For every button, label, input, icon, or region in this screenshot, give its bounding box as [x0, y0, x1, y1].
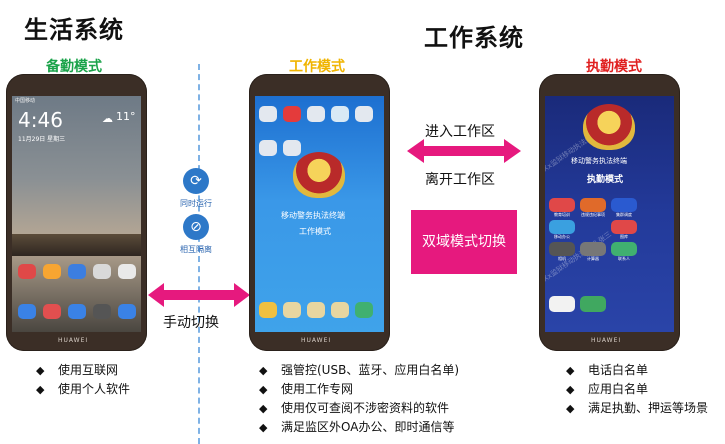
- clock-date: 11月29日 星期三: [18, 136, 66, 143]
- bullet-item: 使用个人软件: [36, 380, 130, 399]
- work-dock-icon[interactable]: [355, 302, 373, 318]
- phone-work-screen: 移动警务执法终端 工作模式: [255, 96, 384, 332]
- duty-app-label: 移动办公: [554, 234, 570, 239]
- work-app-icon[interactable]: [259, 106, 277, 122]
- police-badge-icon: [583, 104, 635, 150]
- duty-app[interactable]: 联系人: [611, 242, 637, 262]
- dock: [18, 304, 136, 319]
- work-app-icon[interactable]: [283, 140, 301, 156]
- duty-app-label: 计算器: [587, 256, 599, 261]
- clock-time: 4:46: [18, 108, 63, 132]
- work-bullets: 强管控(USB、蓝牙、应用白名单) 使用工作专网 使用仅可查阅不涉密资料的软件 …: [259, 361, 459, 437]
- side-label-isolate: 相互隔离: [180, 245, 212, 254]
- work-dock-icon[interactable]: [259, 302, 277, 318]
- duty-dock: [549, 296, 668, 312]
- browser-app-icon[interactable]: [118, 304, 136, 319]
- duty-terminal-title: 移动警务执法终端: [571, 157, 627, 165]
- manual-switch-arrow: [148, 283, 250, 307]
- duty-dock-icon[interactable]: [580, 296, 606, 312]
- bullet-item: 使用互联网: [36, 361, 130, 380]
- bullet-item: 使用工作专网: [259, 380, 459, 399]
- enter-leave-arrow: [407, 139, 521, 163]
- duty-mode-label: 执勤模式: [586, 59, 642, 75]
- work-dock-icon[interactable]: [283, 302, 301, 318]
- wps-office-icon[interactable]: [283, 106, 301, 122]
- duty-mode-title: 执勤模式: [587, 175, 624, 185]
- work-app-row: [259, 106, 373, 122]
- manual-switch-label: 手动切换: [163, 315, 219, 331]
- duty-app[interactable]: 计算器: [580, 242, 606, 262]
- work-app-icon[interactable]: [307, 106, 325, 122]
- phone-duty-brand: HUAWEI: [591, 337, 622, 344]
- duty-app-label: 教育培训: [554, 212, 570, 217]
- duty-app-label: 违规违纪事项: [581, 212, 605, 217]
- divider-line: [198, 64, 200, 444]
- work-dock-icon[interactable]: [307, 302, 325, 318]
- status-carrier: 中国移动: [15, 98, 36, 104]
- phone-work-brand: HUAWEI: [301, 337, 332, 344]
- leave-workspace-label: 离开工作区: [425, 172, 495, 188]
- phone-work: 移动警务执法终端 工作模式 HUAWEI: [249, 74, 390, 351]
- phone-standby: 中国移动 4:46 11月29日 星期三 ☁ 11° HUAWEI: [6, 74, 147, 351]
- bullet-item: 满足监区外OA办公、即时通信等: [259, 418, 459, 437]
- work-dock: [259, 302, 373, 318]
- duty-dock-icon[interactable]: [549, 296, 575, 312]
- app-icon[interactable]: [93, 264, 111, 279]
- work-system-title: 工作系统: [424, 24, 524, 52]
- weather-icon: ☁: [102, 112, 113, 125]
- phone-app-icon[interactable]: [18, 304, 36, 319]
- weather-temp: 11°: [116, 110, 136, 123]
- phone-duty: Xx监狱移动执法终端 张三 1314 Xx监狱移动执法终端 张三 1314 移动…: [539, 74, 680, 351]
- camera-app-icon[interactable]: [93, 304, 111, 319]
- bullet-item: 应用白名单: [566, 380, 708, 399]
- work-app-icon[interactable]: [355, 106, 373, 122]
- dual-domain-switch-box: 双域模式切换: [411, 210, 517, 274]
- work-dock-icon[interactable]: [331, 302, 349, 318]
- bullet-item: 强管控(USB、蓝牙、应用白名单): [259, 361, 459, 380]
- work-mode-title: 工作模式: [299, 227, 331, 236]
- work-terminal-title: 移动警务执法终端: [281, 211, 345, 220]
- side-label-sync: 同时运行: [180, 199, 212, 208]
- work-mode-label: 工作模式: [289, 59, 345, 75]
- duty-app[interactable]: 违规违纪事项: [580, 198, 606, 218]
- pier-scene: [12, 234, 141, 256]
- phone-standby-brand: HUAWEI: [58, 337, 89, 344]
- app-icon[interactable]: [118, 264, 136, 279]
- duty-app[interactable]: 教育培训: [549, 198, 575, 218]
- enter-workspace-label: 进入工作区: [425, 124, 495, 140]
- duty-app[interactable]: 集群调度: [611, 198, 637, 218]
- life-bullets: 使用互联网 使用个人软件: [36, 361, 130, 399]
- phone-duty-screen: Xx监狱移动执法终端 张三 1314 Xx监狱移动执法终端 张三 1314 移动…: [545, 96, 674, 332]
- isolate-icon: ⊘: [183, 214, 209, 240]
- phone-standby-screen: 中国移动 4:46 11月29日 星期三 ☁ 11°: [12, 96, 141, 332]
- app-icon[interactable]: [18, 264, 36, 279]
- work-app-icon[interactable]: [331, 106, 349, 122]
- app-icon[interactable]: [43, 264, 61, 279]
- duty-app[interactable]: 移动办公: [549, 220, 575, 240]
- messages-app-icon[interactable]: [68, 304, 86, 319]
- police-badge-icon: [293, 152, 345, 198]
- work-app-icon[interactable]: [259, 140, 277, 156]
- bullet-item: 电话白名单: [566, 361, 708, 380]
- standby-mode-label: 备勤模式: [46, 59, 102, 75]
- life-system-title: 生活系统: [24, 16, 124, 44]
- duty-bullets: 电话白名单 应用白名单 满足执勤、押运等场景: [566, 361, 708, 418]
- dual-domain-switch-label: 双域模式切换: [422, 234, 506, 250]
- duty-app-label: 联系人: [618, 256, 630, 261]
- app-icon[interactable]: [68, 264, 86, 279]
- contacts-app-icon[interactable]: [43, 304, 61, 319]
- sync-icon: ⟳: [183, 168, 209, 194]
- bullet-item: 使用仅可查阅不涉密资料的软件: [259, 399, 459, 418]
- duty-app-label: 图库: [620, 234, 628, 239]
- duty-app[interactable]: 图库: [611, 220, 637, 240]
- duty-app-label: 集群调度: [616, 212, 632, 217]
- duty-app-grid: 教育培训 违规违纪事项 集群调度 移动办公 图库 相机 计算器 联系人: [549, 198, 668, 262]
- app-row-1: [18, 264, 136, 279]
- duty-app[interactable]: 相机: [549, 242, 575, 262]
- work-app-row-2: [259, 140, 301, 156]
- duty-app-label: 相机: [558, 256, 566, 261]
- bullet-item: 满足执勤、押运等场景: [566, 399, 708, 418]
